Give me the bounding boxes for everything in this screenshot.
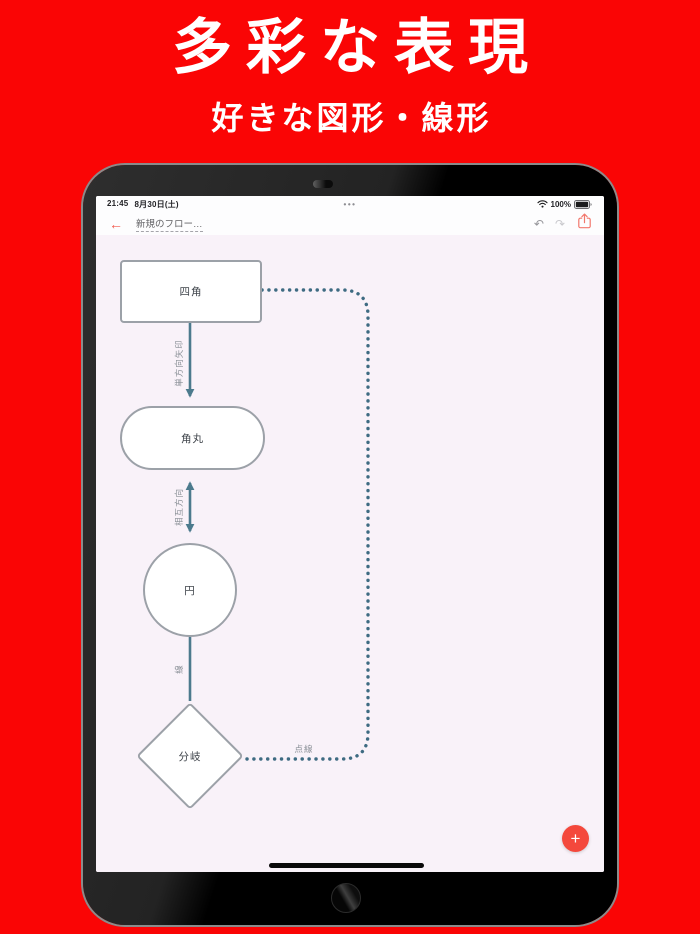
flowchart-canvas[interactable]: 単方向矢印 相互方向 線 点線 四角 角丸 円 分岐 + — [96, 235, 604, 872]
battery-icon — [574, 199, 593, 209]
hero-subtitle: 好きな図形・線形 — [211, 100, 492, 136]
home-button[interactable] — [331, 883, 361, 913]
document-title[interactable]: 新規のフロー… — [136, 216, 203, 232]
hero-title: 多彩な表現 — [172, 14, 542, 81]
share-button[interactable] — [578, 213, 591, 234]
node-rectangle[interactable]: 四角 — [120, 260, 262, 323]
plus-icon: + — [570, 829, 581, 848]
hero-banner: 多彩な表現 好きな図形・線形 — [0, 0, 700, 139]
front-camera — [313, 180, 333, 188]
connector-label-two-way: 相互方向 — [174, 488, 184, 526]
ipad-device-frame: 21:45 8月30日(土) ••• 100% — [83, 165, 617, 925]
wifi-icon — [536, 200, 548, 208]
status-left: 21:45 8月30日(土) — [107, 199, 179, 210]
node-diamond-label: 分岐 — [178, 750, 202, 763]
clock: 21:45 — [107, 198, 129, 208]
status-bar: 21:45 8月30日(土) ••• 100% — [96, 196, 604, 212]
node-rectangle-label: 四角 — [179, 286, 203, 298]
connector-label-dotted: 点線 — [294, 744, 313, 754]
add-shape-button[interactable]: + — [562, 825, 589, 852]
back-button[interactable]: ← — [109, 215, 123, 232]
dotted-line-connector[interactable] — [245, 288, 370, 761]
app-screen: 21:45 8月30日(土) ••• 100% — [96, 196, 604, 872]
connector-label-one-way: 単方向矢印 — [174, 339, 184, 387]
home-indicator[interactable] — [269, 863, 424, 868]
node-rounded-label: 角丸 — [181, 432, 204, 445]
node-rounded[interactable]: 角丸 — [120, 406, 265, 470]
date: 8月30日(土) — [134, 199, 179, 209]
status-right: 100% — [536, 199, 593, 209]
editor-toolbar: ← 新規のフロー… ↶ ↷ — [96, 212, 604, 235]
redo-button[interactable]: ↷ — [554, 216, 565, 231]
connector-label-line: 線 — [174, 664, 184, 674]
connector-layer: 単方向矢印 相互方向 線 点線 — [174, 288, 370, 761]
node-circle-label: 円 — [184, 584, 196, 597]
undo-button[interactable]: ↶ — [533, 216, 544, 231]
node-circle[interactable]: 円 — [143, 543, 237, 637]
share-icon — [578, 213, 591, 234]
battery-percent: 100% — [550, 199, 571, 209]
